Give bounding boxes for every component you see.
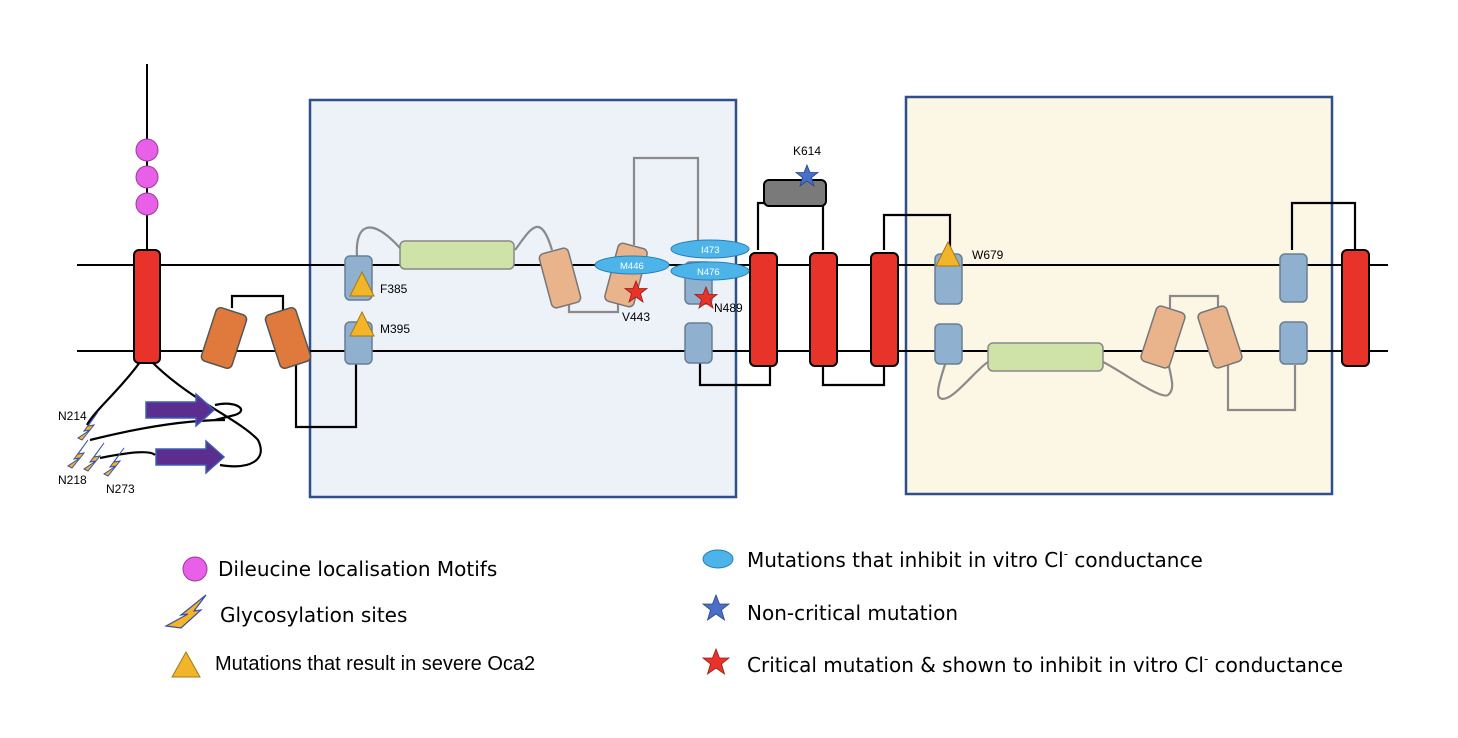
pink-circle-icon xyxy=(182,556,208,582)
label-w679: W679 xyxy=(972,248,1004,262)
blue-helix-b2 xyxy=(684,322,713,364)
label-n489: N489 xyxy=(714,301,743,315)
yellow-domain-box xyxy=(904,95,1334,496)
cyan-ellipse-icon xyxy=(670,261,750,281)
label-v443: V443 xyxy=(622,310,650,324)
tm-helix-1 xyxy=(133,249,161,364)
legend-critical: Critical mutation & shown to inhibit in … xyxy=(747,652,1343,677)
lightning-icon xyxy=(164,594,207,629)
blue-helix-d2 xyxy=(1279,321,1308,365)
yellow-triangle-icon xyxy=(349,270,375,297)
lightning-icon xyxy=(103,447,125,477)
blue-helix-d1 xyxy=(1279,253,1308,303)
blue-helix-c2 xyxy=(934,323,963,365)
severe-mutation-triangles xyxy=(349,240,961,337)
blue-domain-box xyxy=(308,98,738,499)
pink-circle-icon xyxy=(135,165,159,189)
yellow-triangle-icon xyxy=(349,310,375,337)
tm-helix-3 xyxy=(809,252,838,367)
tm-helix-group xyxy=(133,249,1370,367)
light-orange-helix-4 xyxy=(1197,305,1243,369)
green-helix-2 xyxy=(987,342,1104,372)
grey-cytoplasmic-box xyxy=(763,179,827,207)
label-f385: F385 xyxy=(380,282,408,296)
dileucine-motifs xyxy=(135,138,159,216)
cyan-ellipse-icon xyxy=(670,239,750,259)
green-helix-1 xyxy=(399,240,515,270)
red-star-icon xyxy=(693,285,719,309)
light-orange-helix-1 xyxy=(538,247,582,309)
pink-circle-icon xyxy=(135,192,159,216)
legend-glycosylation: Glycosylation sites xyxy=(220,603,407,627)
legend-critical-suffix: conductance xyxy=(1208,653,1343,677)
legend-superscript-minus: - xyxy=(1064,547,1068,561)
yellow-triangle-icon xyxy=(935,240,961,267)
legend: Dileucine localisation Motifs Glycosylat… xyxy=(164,547,1343,678)
cyan-ellipse-icon xyxy=(594,255,670,275)
legend-non-critical: Non-critical mutation xyxy=(747,601,958,625)
legend-superscript-minus: - xyxy=(1204,652,1208,666)
label-n214: N214 xyxy=(58,409,87,423)
orange-helix-2 xyxy=(264,306,312,370)
label-n218: N218 xyxy=(58,473,87,487)
purple-arrow-1 xyxy=(145,392,216,428)
lightning-icon xyxy=(67,439,89,469)
tm-helix-2 xyxy=(749,252,778,367)
blue-star-icon xyxy=(794,163,820,187)
label-n476: N476 xyxy=(697,267,720,278)
lightning-icon xyxy=(83,442,105,472)
connecting-loops-grey xyxy=(355,156,1297,412)
legend-severe-oca2: Mutations that result in severe Oca2 xyxy=(215,653,535,675)
legend-inhibit-cl: Mutations that inhibit in vitro Cl- cond… xyxy=(747,547,1203,572)
lightning-icon xyxy=(77,411,99,441)
tm-helix-5 xyxy=(1341,249,1370,367)
legend-dileucine: Dileucine localisation Motifs xyxy=(218,557,497,581)
label-m395: M395 xyxy=(380,322,410,336)
pink-circle-icon xyxy=(135,138,159,162)
label-k614: K614 xyxy=(793,144,821,158)
tm-helix-4 xyxy=(870,252,899,367)
legend-critical-prefix: Critical mutation & shown to inhibit in … xyxy=(747,653,1204,677)
legend-inhibit-cl-prefix: Mutations that inhibit in vitro Cl xyxy=(747,548,1064,572)
glycosylation-sites xyxy=(67,411,125,477)
red-star-icon xyxy=(623,279,649,303)
legend-inhibit-cl-suffix: conductance xyxy=(1068,548,1203,572)
light-orange-helix-3 xyxy=(1140,305,1186,369)
yellow-triangle-icon xyxy=(171,650,201,678)
purple-arrow-2 xyxy=(155,439,226,475)
label-n273: N273 xyxy=(106,482,135,496)
blue-star-icon xyxy=(701,593,731,621)
label-m446: M446 xyxy=(620,261,644,272)
conductance-mutations xyxy=(594,239,750,281)
red-star-icon xyxy=(701,647,731,675)
orange-helix-1 xyxy=(200,306,248,370)
cyan-ellipse-icon xyxy=(702,549,734,569)
label-i473: I473 xyxy=(701,245,720,256)
